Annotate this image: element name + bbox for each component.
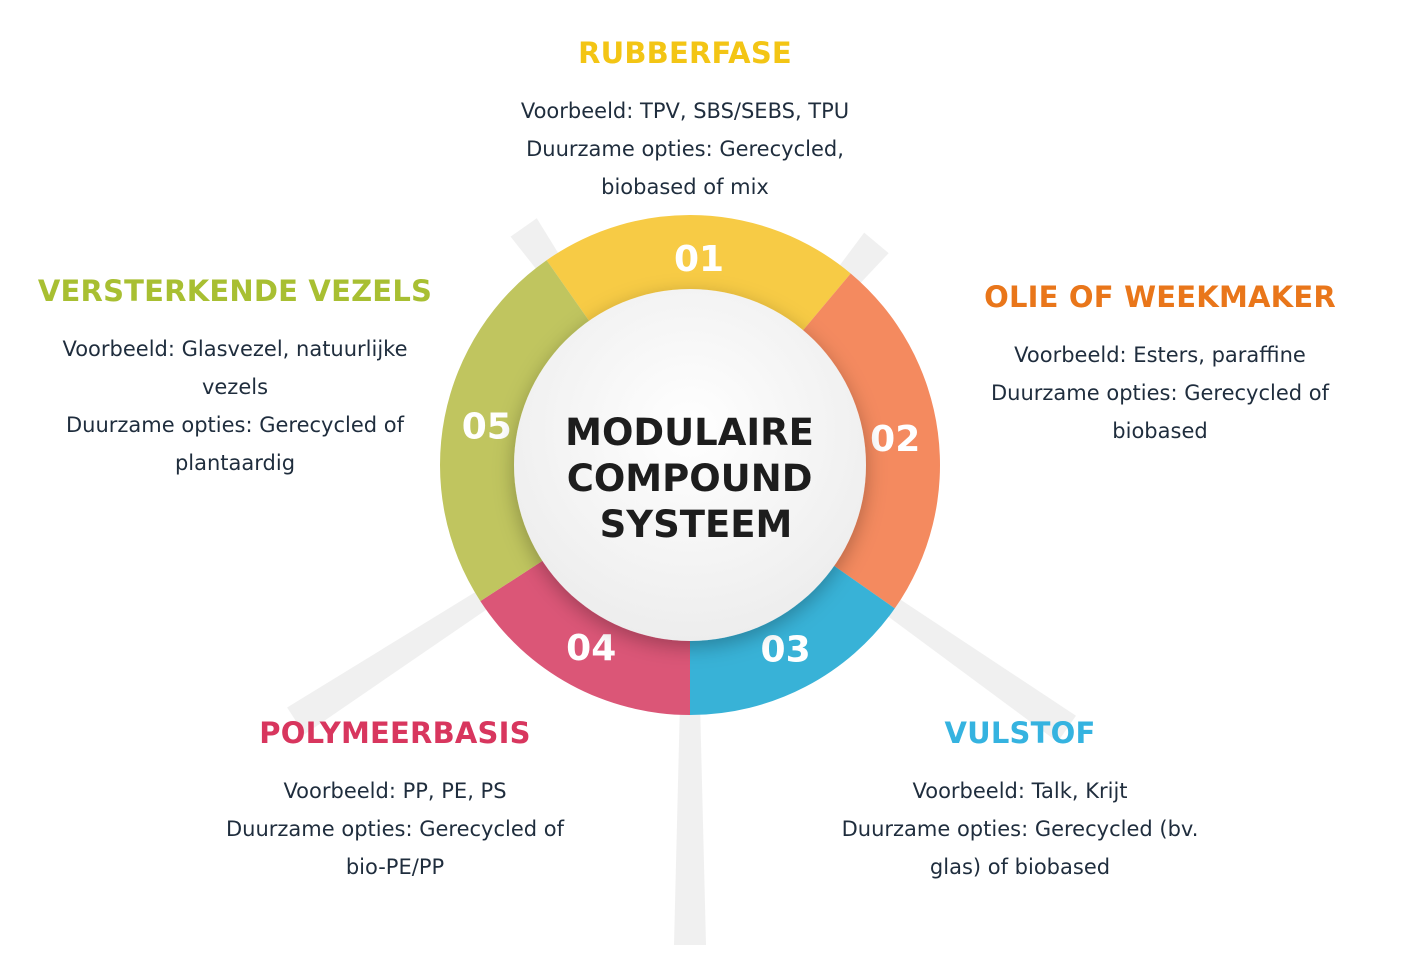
segment-02-line-1: Voorbeeld: Esters, paraffine [1014,343,1306,367]
center-title-line-3: SYSTEEM [600,503,793,546]
segment-02-line-3: biobased [1112,419,1208,443]
center-title: MODULAIRE COMPOUND SYSTEEM [565,411,827,546]
segment-04-line-3: bio-PE/PP [345,855,445,879]
center-disc [514,289,866,641]
segment-04-number: 04 [566,628,616,669]
segment-04-arc [480,546,690,715]
segment-01-number: 01 [674,239,724,280]
segment-03-title: VULSTOF [944,716,1096,750]
segment-04-info: POLYMEERBASIS Voorbeeld: PP, PE, PS Duur… [190,716,600,886]
segment-03-line-2: Duurzame opties: Gerecycled (bv. [841,817,1199,841]
segment-05-info: VERSTERKENDE VEZELS Voorbeeld: Glasvezel… [30,274,440,482]
center-title-line-1: MODULAIRE [565,411,814,454]
segment-02-title: OLIE OF WEEKMAKER [984,280,1336,314]
segment-05-title: VERSTERKENDE VEZELS [37,274,433,308]
segment-03-line-3: glas) of biobased [929,855,1111,879]
segment-04-line-1: Voorbeeld: PP, PE, PS [283,779,507,803]
segment-02-line-2: Duurzame opties: Gerecycled of [990,381,1330,405]
segment-02-info: OLIE OF WEEKMAKER Voorbeeld: Esters, par… [950,280,1370,450]
segment-03-line-1: Voorbeeld: Talk, Krijt [912,779,1128,803]
segment-02-number: 02 [870,419,920,460]
segment-05-line-3: Duurzame opties: Gerecycled of [65,413,405,437]
segment-04-line-2: Duurzame opties: Gerecycled of [225,817,565,841]
segment-05-line-1: Voorbeeld: Glasvezel, natuurlijke [62,337,408,361]
segment-01-info: RUBBERFASE Voorbeeld: TPV, SBS/SEBS, TPU… [445,36,925,206]
segment-01-line-1: Voorbeeld: TPV, SBS/SEBS, TPU [520,99,850,123]
segment-03-info: VULSTOF Voorbeeld: Talk, Krijt Duurzame … [810,716,1230,886]
segment-01-line-2: Duurzame opties: Gerecycled, [526,137,844,161]
segment-01-title: RUBBERFASE [578,36,792,70]
segment-01-line-3: biobased of mix [601,175,769,199]
segment-05-line-2: vezels [201,375,269,399]
center-title-line-2: COMPOUND [567,457,813,500]
segment-05-line-4: plantaardig [174,451,296,475]
segment-04-title: POLYMEERBASIS [259,716,531,750]
segment-05-number: 05 [462,407,512,448]
segment-03-arc [690,551,895,715]
segment-03-number: 03 [761,630,811,671]
